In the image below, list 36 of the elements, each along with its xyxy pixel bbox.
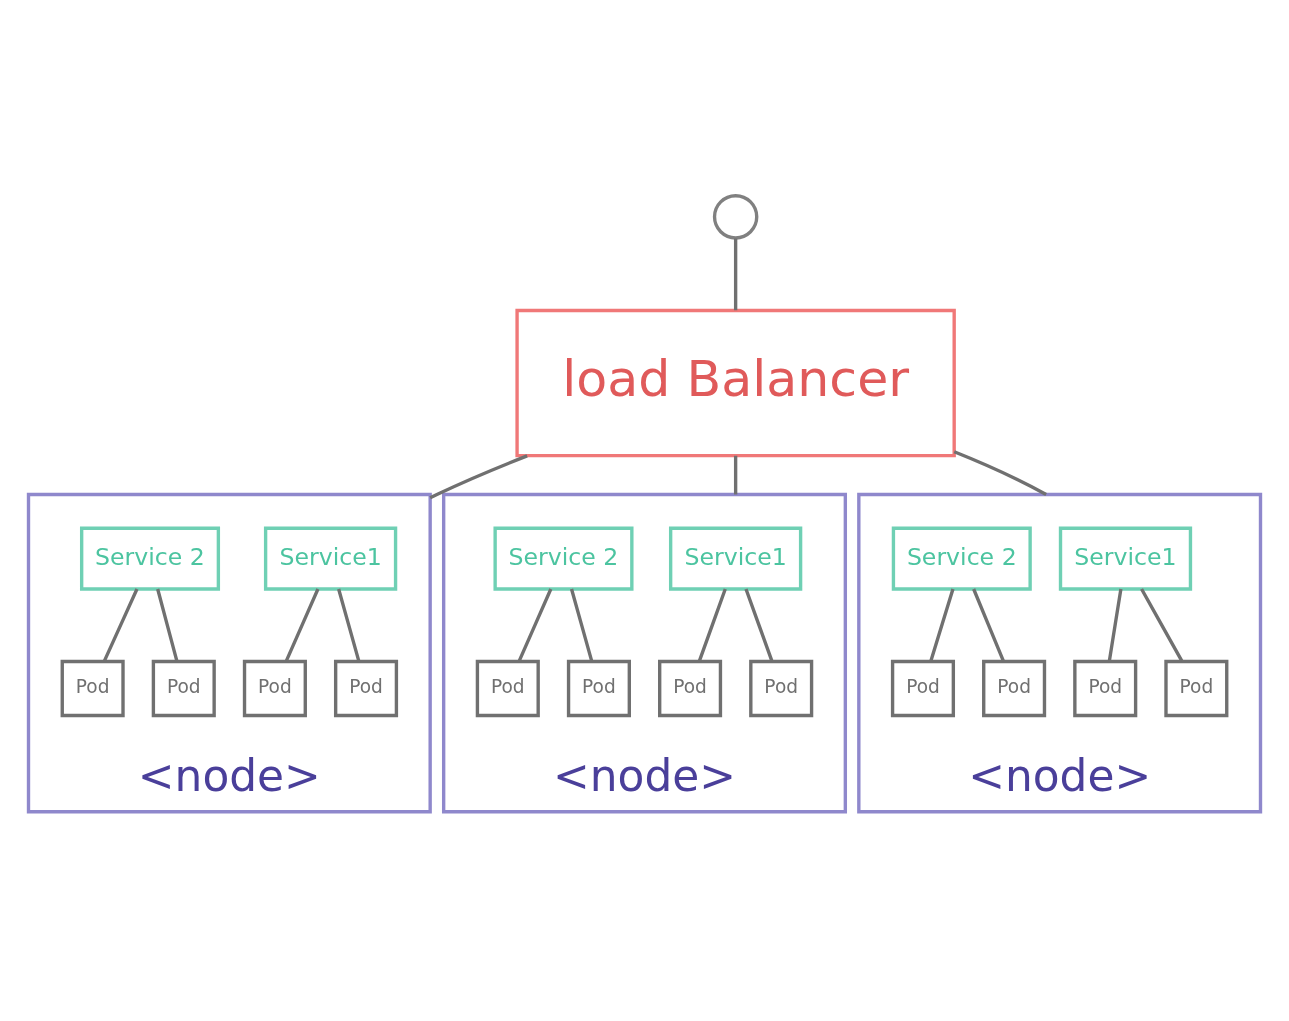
connector bbox=[929, 588, 955, 662]
connector bbox=[953, 450, 1047, 496]
node-box: Pod bbox=[566, 659, 631, 718]
connector bbox=[697, 588, 727, 662]
node-box: load Balancer bbox=[515, 308, 956, 458]
node-box: Service 2 bbox=[79, 526, 221, 591]
connector bbox=[744, 588, 774, 662]
connector bbox=[733, 238, 738, 311]
connector bbox=[517, 588, 553, 662]
node-person bbox=[712, 194, 759, 240]
connector bbox=[284, 588, 320, 662]
node-box: Pod bbox=[982, 659, 1047, 718]
connector bbox=[1140, 588, 1184, 662]
connector bbox=[337, 588, 361, 662]
node-box: Pod bbox=[242, 659, 307, 718]
node-box: Pod bbox=[1073, 659, 1138, 718]
node-box: Pod bbox=[890, 659, 956, 718]
connector bbox=[102, 588, 139, 662]
node-box: Pod bbox=[1164, 659, 1229, 718]
connector bbox=[1107, 588, 1123, 662]
node-box: Pod bbox=[333, 659, 399, 718]
node-box: Service 2 bbox=[493, 526, 634, 591]
node-box: Pod bbox=[151, 659, 216, 718]
connector bbox=[156, 588, 179, 662]
node-box: Service1 bbox=[668, 526, 803, 591]
node-box: Pod bbox=[749, 659, 814, 718]
connector bbox=[972, 588, 1005, 662]
node-box: Service1 bbox=[1058, 526, 1193, 591]
connector bbox=[569, 588, 594, 662]
connector bbox=[733, 455, 738, 495]
node-box: Pod bbox=[475, 659, 540, 718]
connector bbox=[429, 454, 528, 500]
node-box: Pod bbox=[60, 659, 125, 718]
node-box: Pod bbox=[658, 659, 723, 718]
node-box: Service 2 bbox=[891, 526, 1032, 591]
node-box: Service1 bbox=[263, 526, 398, 591]
